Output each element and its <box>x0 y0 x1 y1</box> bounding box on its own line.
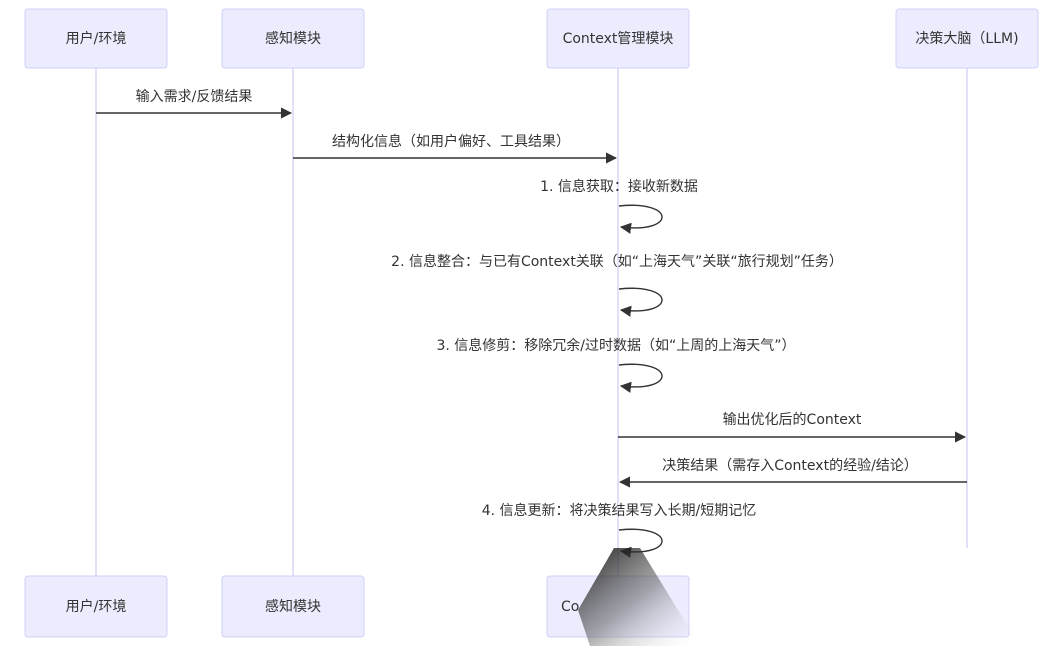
message-7: 决策结果（需存入Context的经验/结论） <box>618 457 967 488</box>
participant-label: 用户/环境 <box>66 30 127 47</box>
message-label: 输入需求/反馈结果 <box>136 89 253 105</box>
participant-top-perception: 感知模块 <box>221 8 365 69</box>
participant-top-user: 用户/环境 <box>24 8 168 69</box>
participant-label: 感知模块 <box>265 598 321 615</box>
occlusion-cover <box>700 548 1057 646</box>
message-label: 2. 信息整合：与已有Context关联（如“上海天气”关联“旅行规划”任务） <box>391 253 843 270</box>
participant-bottom-perception: 感知模块 <box>221 575 365 638</box>
message-2: 结构化信息（如用户偏好、工具结果） <box>293 133 618 164</box>
participant-label: 感知模块 <box>265 30 321 47</box>
message-label: 输出优化后的Context <box>723 412 862 428</box>
message-label: 4. 信息更新：将决策结果写入长期/短期记忆 <box>482 502 757 519</box>
participant-top-context: Context管理模块 <box>546 8 690 69</box>
self-loop-arrow <box>618 287 663 317</box>
self-loop-arrow <box>618 363 663 393</box>
message-5: 3. 信息修剪：移除冗余/过时数据（如“上周的上海天气”） <box>436 337 796 393</box>
message-label: 决策结果（需存入Context的经验/结论） <box>662 457 918 474</box>
message-1: 输入需求/反馈结果 <box>96 89 293 119</box>
participant-label: Co <box>561 599 579 615</box>
participant-label: 决策大脑（LLM) <box>915 30 1018 47</box>
brush-smear <box>578 548 700 646</box>
message-3: 1. 信息获取：接收新数据 <box>540 178 698 234</box>
message-4: 2. 信息整合：与已有Context关联（如“上海天气”关联“旅行规划”任务） <box>391 253 843 317</box>
self-loop-arrow <box>618 204 663 234</box>
message-label: 3. 信息修剪：移除冗余/过时数据（如“上周的上海天气”） <box>436 337 795 354</box>
message-label: 结构化信息（如用户偏好、工具结果） <box>332 133 570 150</box>
message-6: 输出优化后的Context <box>618 412 967 443</box>
participant-top-llm: 决策大脑（LLM) <box>895 8 1039 69</box>
message-label: 1. 信息获取：接收新数据 <box>540 178 698 195</box>
participant-bottom-user: 用户/环境 <box>24 575 168 638</box>
participant-label: 用户/环境 <box>66 598 127 615</box>
message-8: 4. 信息更新：将决策结果写入长期/短期记忆 <box>482 502 757 558</box>
participant-label: Context管理模块 <box>563 31 674 47</box>
